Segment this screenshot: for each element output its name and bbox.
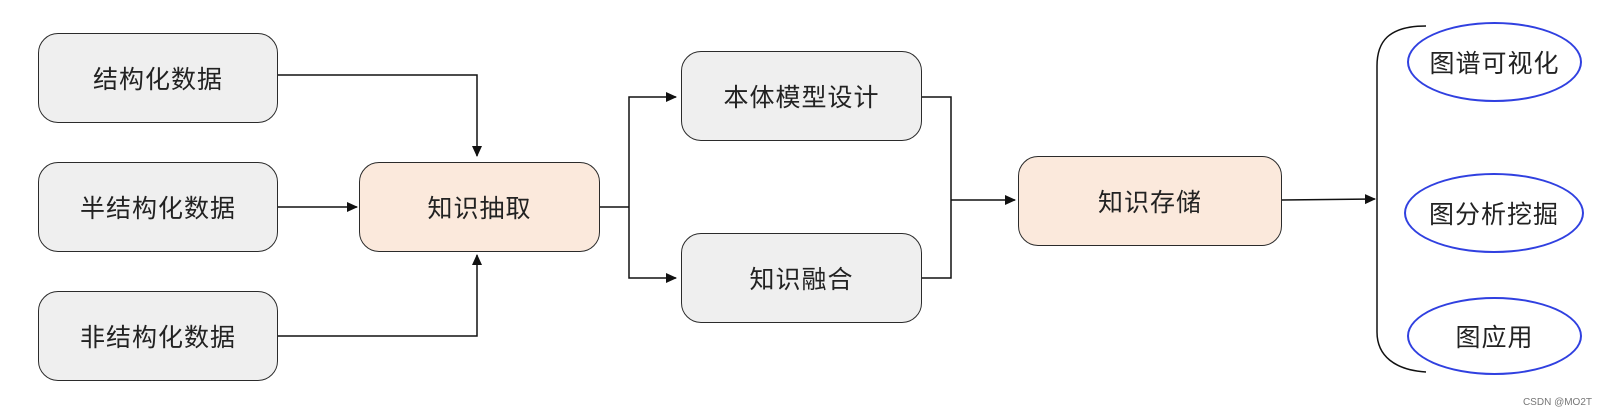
arrow-extraction-to-fusion [628, 207, 677, 283]
node-structured-data: 结构化数据 [38, 33, 278, 123]
node-knowledge-extraction: 知识抽取 [359, 162, 600, 252]
arrow-structured-to-extraction [274, 74, 482, 157]
node-knowledge-fusion: 知识融合 [681, 233, 922, 323]
arrow-storage-to-applications [1281, 194, 1376, 205]
applications-brace [1376, 25, 1427, 373]
oval-graph-visualization: 图谱可视化 [1407, 22, 1582, 102]
connector-ontology-merge [922, 96, 952, 279]
arrow-extraction-to-ontology [628, 92, 677, 207]
arrow-unstructured-to-extraction [274, 254, 482, 337]
oval-graph-analysis-mining: 图分析挖掘 [1404, 173, 1584, 253]
node-semi-structured-data: 半结构化数据 [38, 162, 278, 252]
node-knowledge-storage: 知识存储 [1018, 156, 1282, 246]
node-unstructured-data: 非结构化数据 [38, 291, 278, 381]
oval-graph-application: 图应用 [1407, 297, 1582, 375]
node-ontology-design: 本体模型设计 [681, 51, 922, 141]
watermark: CSDN @MO2T [1522, 397, 1592, 408]
